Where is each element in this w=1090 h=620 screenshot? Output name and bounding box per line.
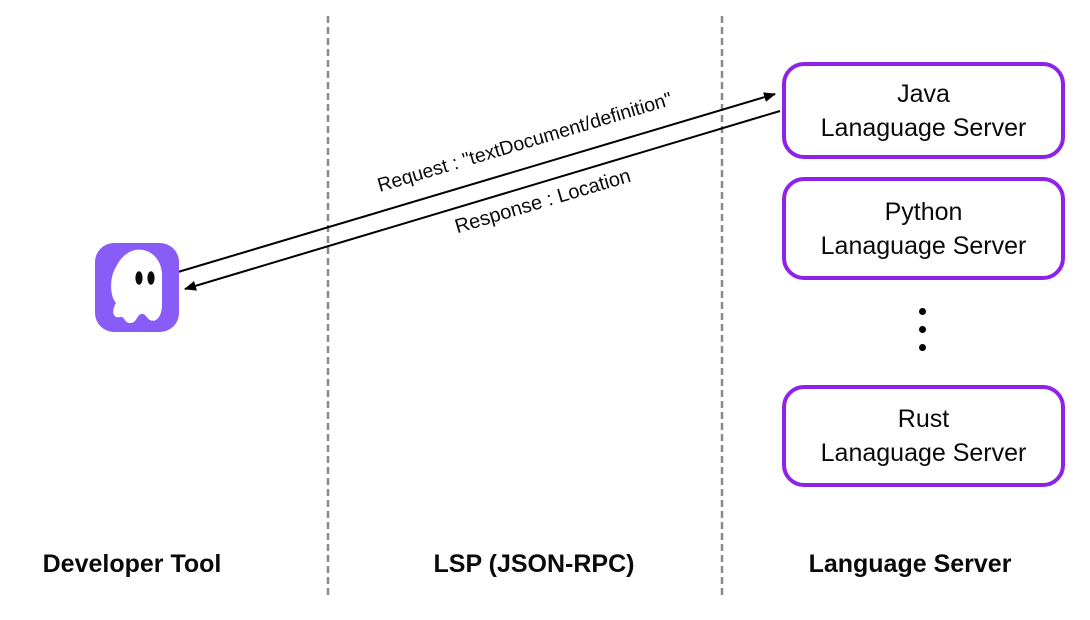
- python-language-server-box: Python Lanaguage Server: [782, 177, 1065, 280]
- server-name: Rust: [897, 405, 950, 433]
- vertical-ellipsis-icon: [919, 308, 926, 351]
- ghost-glyph: [111, 249, 163, 323]
- ghost-icon: [95, 243, 179, 332]
- server-name: Python: [884, 197, 963, 226]
- server-subtitle: Lanaguage Server: [820, 439, 1027, 467]
- response-arrow: [184, 110, 781, 291]
- request-arrow: [177, 92, 776, 273]
- language-server-caption: Language Server: [808, 550, 1012, 578]
- rust-language-server-box: Rust Lanaguage Server: [782, 385, 1065, 487]
- server-subtitle: Lanaguage Server: [820, 113, 1027, 142]
- lsp-caption: LSP (JSON-RPC): [433, 550, 635, 578]
- server-name: Java: [897, 79, 950, 108]
- developer-tool-caption: Developer Tool: [42, 550, 222, 578]
- server-subtitle: Lanaguage Server: [820, 231, 1027, 260]
- java-language-server-box: Java Lanaguage Server: [782, 62, 1065, 159]
